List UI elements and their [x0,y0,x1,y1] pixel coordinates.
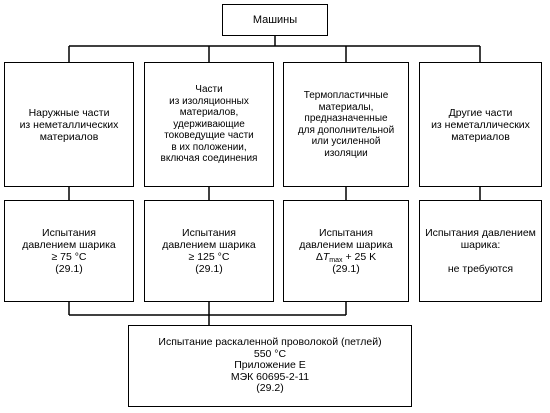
category-4-line: материалов [451,130,510,143]
category-box-other-parts: Другие части из неметаллических материал… [419,62,542,187]
category-2-line: включая соединения [160,153,258,165]
category-2-line: токоведущие части [164,130,254,142]
glow-wire-line: МЭК 60695-2-11 [230,370,310,383]
root-box-machines: Машины [222,4,328,36]
root-label: Машины [252,14,298,26]
category-1-line: материалов [39,130,99,143]
test-box-not-required: Испытания давлением шарика: не требуются [419,200,542,302]
test-1-line: Испытания [42,227,96,239]
category-3-line: материалы, [318,101,374,113]
category-3-line: или усиленной [311,136,381,147]
category-box-insulating-parts: Части из изоляционных материалов, удержи… [144,62,274,187]
test-2-line: (29.1) [195,263,223,275]
category-2-line: Части [195,84,223,96]
test-box-75c: Испытания давлением шарика ≥ 75 °C (29.1… [4,200,134,302]
delta-symbol: Δ [315,251,323,263]
category-2-line: удерживающие [173,118,245,130]
category-3-line: изоляции [324,147,368,159]
test-1-line: давлением шарика [22,239,116,251]
category-box-thermoplastic: Термопластичные материалы, предназначенн… [283,62,409,187]
glow-wire-line: Испытание раскаленной проволокой (петлей… [158,336,382,349]
glow-wire-test-box: Испытание раскаленной проволокой (петлей… [128,325,412,407]
category-1-line: Наружные части [28,106,110,119]
category-2-line: материалов, [179,107,239,119]
max-subscript: max [329,257,343,264]
glow-wire-line: 550 °C [253,347,287,360]
category-2-line: из изоляционных [169,95,249,107]
test-4-line: не требуются [447,263,514,275]
category-box-external-parts: Наружные части из неметаллических матери… [4,62,134,187]
test-3-line: Испытания [319,227,373,239]
category-3-line: Термопластичные [303,90,389,101]
test-2-line: Испытания [182,227,236,239]
tmax-offset: + 25 K [342,251,377,263]
glow-wire-line: Приложение E [234,359,306,372]
glow-wire-line: (29.2) [256,382,284,395]
test-4-line: Испытания давлением [425,227,536,239]
test-3-tmax-line: ΔTmax + 25 K [299,251,393,264]
category-3-line: предназначенные [304,113,388,124]
category-3-line: для дополнительной [297,124,395,136]
test-3-line: (29.1) [332,263,360,275]
test-1-line: ≥ 75 °C [51,251,87,263]
category-2-line: в их положении, [171,141,247,153]
test-2-line: давлением шарика [162,239,256,251]
test-1-line: (29.1) [55,263,83,275]
test-4-line: шарика: [460,239,501,251]
t-symbol: T [322,251,330,263]
test-3-line: давлением шарика [299,239,393,251]
category-1-line: из неметаллических [19,118,119,131]
category-4-line: из неметаллических [431,118,530,131]
test-box-125c: Испытания давлением шарика ≥ 125 °C (29.… [144,200,274,302]
test-2-line: ≥ 125 °C [188,251,230,263]
test-box-tmax: Испытания давлением шарика ΔTmax + 25 K … [283,200,409,302]
test-4-spacer [425,251,536,263]
category-4-line: Другие части [448,106,513,119]
